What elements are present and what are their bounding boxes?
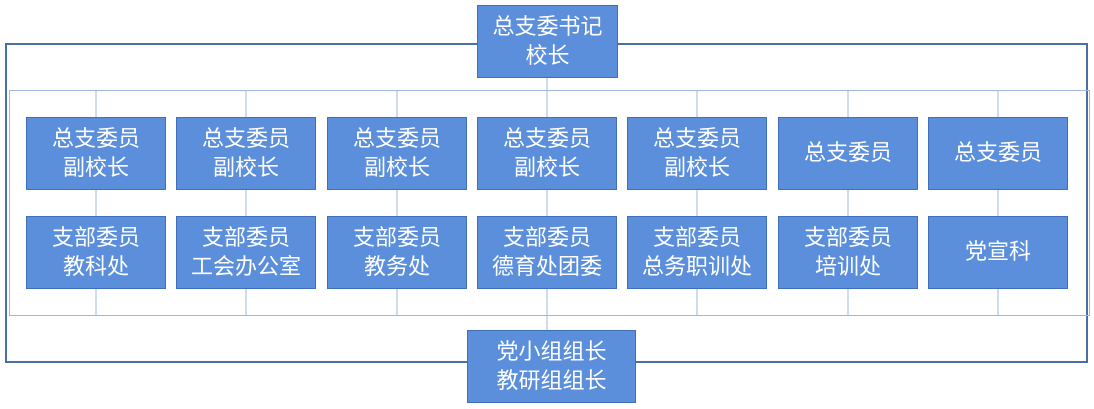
node-line: 总支委员: [953, 141, 1042, 166]
node-line: 工会办公室: [190, 254, 301, 280]
node-line: 副校长: [212, 155, 279, 181]
node-line: 副校长: [513, 155, 580, 181]
node-col-2-lower: 支部委员工会办公室: [176, 216, 316, 289]
node-line: 总支委书记: [492, 14, 603, 40]
node-line: 总支委员: [352, 126, 441, 152]
node-line: 教研组组长: [496, 368, 607, 394]
node-secretary-principal: 总支委书记 校长: [477, 5, 618, 78]
node-col-6-lower: 支部委员培训处: [778, 216, 918, 289]
node-line: 校长: [525, 43, 570, 69]
node-line: 副校长: [663, 155, 730, 181]
node-col-7-upper: 总支委员: [928, 117, 1068, 190]
node-line: 总支委员: [51, 126, 140, 152]
node-line: 总支委员: [652, 126, 741, 152]
node-line: 支部委员: [803, 225, 892, 251]
node-col-1-lower: 支部委员教科处: [26, 216, 166, 289]
node-col-3-upper: 总支委员副校长: [327, 117, 467, 190]
node-line: 支部委员: [201, 225, 290, 251]
node-line: 总支委员: [502, 126, 591, 152]
node-line: 教科处: [62, 254, 129, 280]
node-line: 党宣科: [964, 240, 1031, 265]
node-line: 副校长: [62, 155, 129, 181]
node-line: 支部委员: [352, 225, 441, 251]
inner-frame: [9, 90, 1090, 316]
node-line: 总支委员: [803, 141, 892, 166]
node-line: 党小组组长: [496, 339, 607, 365]
node-line: 支部委员: [502, 225, 591, 251]
node-group-leaders: 党小组组长 教研组组长: [467, 330, 636, 403]
node-line: 培训处: [814, 254, 881, 280]
node-line: 德育处团委: [491, 254, 602, 280]
node-col-5-upper: 总支委员副校长: [627, 117, 767, 190]
node-col-4-upper: 总支委员副校长: [477, 117, 617, 190]
node-line: 总务职训处: [641, 254, 752, 280]
node-col-2-upper: 总支委员副校长: [176, 117, 316, 190]
node-line: 总支委员: [201, 126, 290, 152]
node-line: 教务处: [363, 254, 430, 280]
node-col-1-upper: 总支委员副校长: [26, 117, 166, 190]
node-col-6-upper: 总支委员: [778, 117, 918, 190]
node-col-4-lower: 支部委员德育处团委: [477, 216, 617, 289]
node-line: 支部委员: [51, 225, 140, 251]
node-col-5-lower: 支部委员总务职训处: [627, 216, 767, 289]
node-col-7-lower: 党宣科: [928, 216, 1068, 289]
node-col-3-lower: 支部委员教务处: [327, 216, 467, 289]
node-line: 副校长: [363, 155, 430, 181]
node-line: 支部委员: [652, 225, 741, 251]
